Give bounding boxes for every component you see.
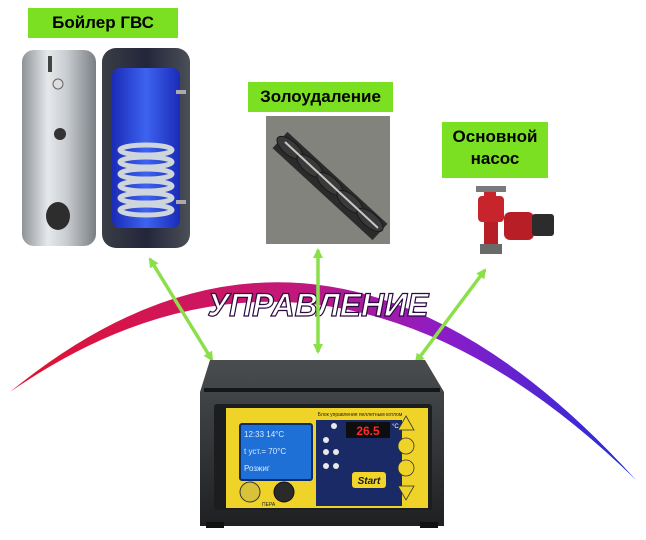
lcd-line-3: Розжиг (244, 464, 270, 473)
led-display: 26.5 (356, 424, 380, 438)
pump-image (476, 186, 554, 254)
led-unit: °C (392, 424, 399, 430)
controller-unit: Блок управления пеллетным котлом 12:33 1… (200, 360, 444, 528)
panel-title: Блок управления пеллетным котлом (318, 412, 403, 418)
status-leds (323, 423, 339, 469)
start-badge (352, 472, 386, 488)
main-pump-label-line-2: насос (470, 149, 520, 168)
boiler-label: Бойлер ГВС (28, 8, 178, 38)
model-label: ПЕРА (262, 502, 276, 508)
round-button-right[interactable] (273, 481, 295, 503)
control-buttons[interactable] (397, 415, 415, 501)
round-button-left[interactable] (239, 481, 261, 503)
ash-removal-label: Золоудаление (248, 82, 393, 112)
main-pump-label: Основной насос (442, 122, 548, 178)
connection-arrows (148, 248, 487, 364)
arrow-pump (414, 268, 487, 364)
brand-label: Start (358, 476, 381, 487)
arrow-boiler (148, 257, 214, 362)
boiler-image (22, 48, 190, 248)
lcd-line-2: t уст.= 70°C (244, 447, 286, 456)
lcd-line-1: 12:33 14°C (244, 430, 284, 439)
ash-removal-image (266, 116, 390, 244)
main-pump-label-line-1: Основной (452, 127, 538, 146)
